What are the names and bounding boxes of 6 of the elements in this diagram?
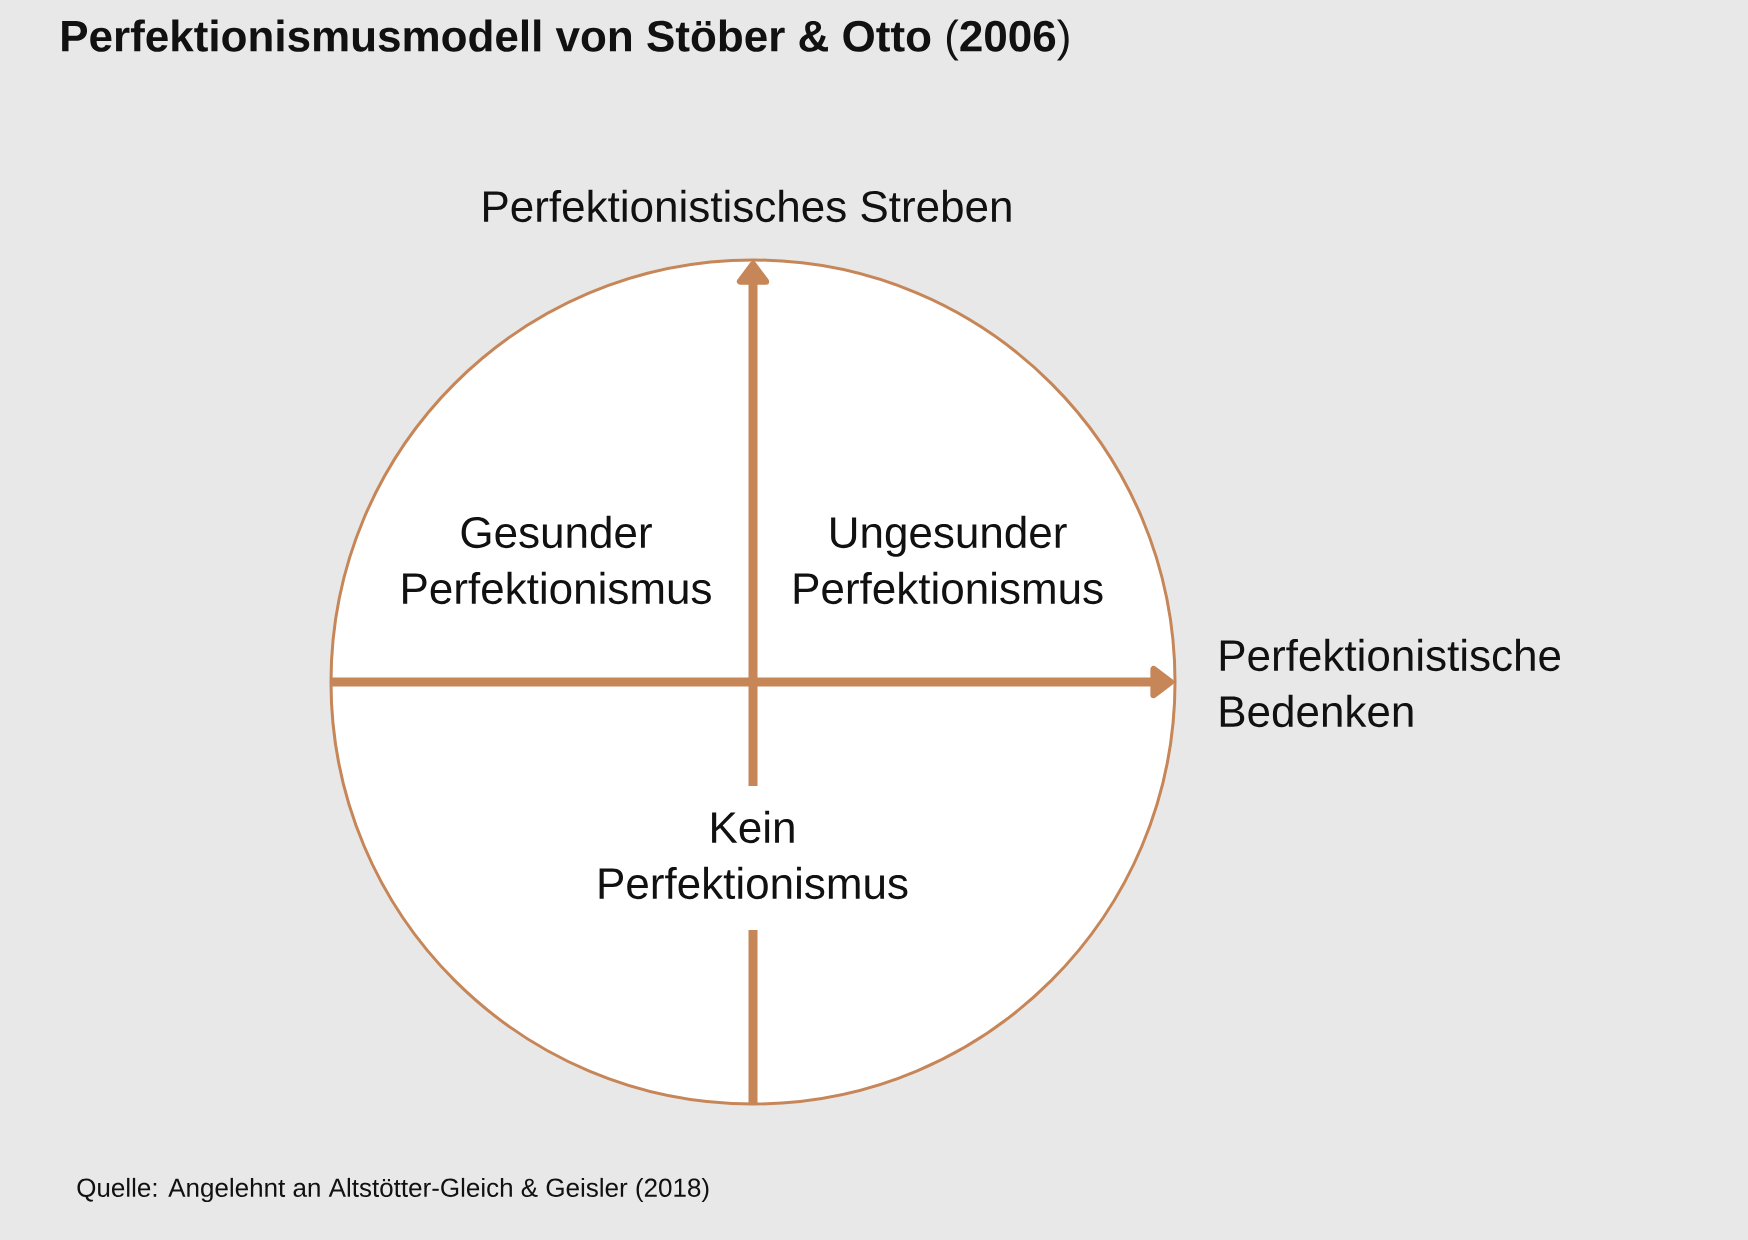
quadrant-label: Ungesunder Perfektionismus — [794, 515, 1103, 605]
source-note: Quelle: Angelehnt an Altstötter-Gleich & Geisler (2018) — [77, 1177, 709, 1203]
title: Perfektionismusmodell von Stöber & Otto (2006) — [62, 19, 1069, 61]
axis-label: Perfektionistische Bedenken — [1220, 638, 1561, 728]
quadrant-label: Gesunder Perfektionismus — [403, 515, 711, 605]
quadrant-label: Kein Perfektionismus — [599, 810, 908, 900]
